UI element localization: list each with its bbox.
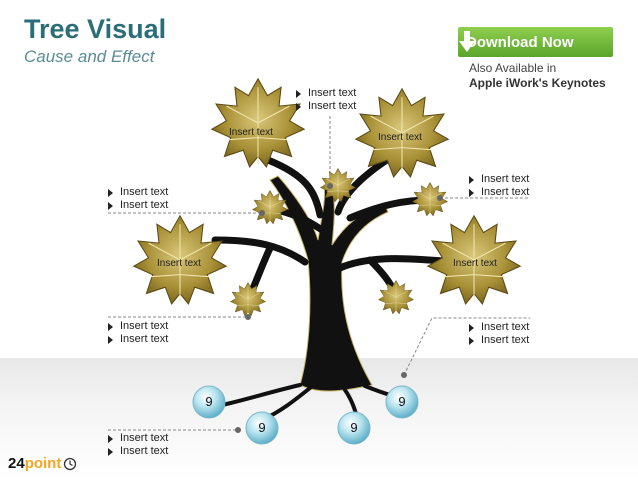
leaf-label-top-left[interactable]: Insert text (229, 127, 273, 138)
bullet-icon (469, 323, 474, 332)
list-top-center[interactable]: Insert text Insert text (296, 87, 356, 113)
availability-line-2: Apple iWork's Keynotes (469, 76, 606, 90)
list-upper-left[interactable]: Insert text Insert text (108, 186, 168, 212)
list-upper-right[interactable]: Insert text Insert text (469, 173, 529, 199)
bullet-icon (108, 434, 113, 443)
list-mid-left[interactable]: Insert text Insert text (108, 320, 168, 346)
list-item: Insert text (108, 186, 168, 199)
list-item: Insert text (469, 321, 529, 334)
bullet-icon (469, 188, 474, 197)
list-item: Insert text (469, 173, 529, 186)
root-number-2: 9 (258, 420, 266, 435)
root-ball-1 (192, 385, 226, 419)
bullet-icon (296, 89, 301, 98)
bullet-icon (108, 447, 113, 456)
list-item: Insert text (469, 186, 529, 199)
list-item: Insert text (108, 320, 168, 333)
logo-number: 24 (8, 455, 25, 472)
availability-note: Also Available in Apple iWork's Keynotes (469, 61, 606, 91)
connector-dots (235, 183, 443, 433)
bullet-icon (108, 335, 113, 344)
logo-word: point (24, 455, 62, 472)
bullet-icon (108, 201, 113, 210)
root-ball-3 (337, 411, 371, 445)
page-title: Tree Visual (24, 14, 167, 44)
list-bottom-left[interactable]: Insert text Insert text (108, 432, 168, 458)
availability-line-1: Also Available in (469, 61, 557, 75)
bullet-icon (469, 175, 474, 184)
tree-roots (220, 383, 404, 422)
clock-icon (64, 457, 77, 470)
leader-lines (108, 116, 530, 431)
list-item: Insert text (108, 333, 168, 346)
leaf-label-mid-left[interactable]: Insert text (157, 258, 201, 269)
bullet-icon (296, 102, 301, 111)
bullet-icon (108, 188, 113, 197)
leaf-label-mid-right[interactable]: Insert text (453, 258, 497, 269)
bullet-icon (108, 322, 113, 331)
list-item: Insert text (108, 432, 168, 445)
tree-trunk (269, 175, 389, 392)
bullet-icon (469, 336, 474, 345)
leaf-label-top-right[interactable]: Insert text (378, 132, 422, 143)
list-item: Insert text (296, 100, 356, 113)
list-item: Insert text (296, 87, 356, 100)
download-label: Download Now (466, 33, 574, 51)
list-item: Insert text (469, 334, 529, 347)
leaf-small-lower-left (230, 282, 266, 317)
page-subtitle: Cause and Effect (24, 47, 155, 66)
root-number-4: 9 (398, 394, 406, 409)
download-button[interactable]: Download Now (458, 27, 613, 57)
root-number-1: 9 (205, 394, 213, 409)
download-arrow-icon (459, 31, 475, 52)
leaf-top-left (211, 78, 305, 168)
root-ball-4 (385, 385, 419, 419)
root-ball-2 (245, 411, 279, 445)
leaf-small-top (320, 168, 356, 203)
leaf-small-lower-right (378, 280, 414, 315)
list-mid-right[interactable]: Insert text Insert text (469, 321, 529, 347)
list-item: Insert text (108, 445, 168, 458)
root-number-3: 9 (350, 420, 358, 435)
list-item: Insert text (108, 199, 168, 212)
